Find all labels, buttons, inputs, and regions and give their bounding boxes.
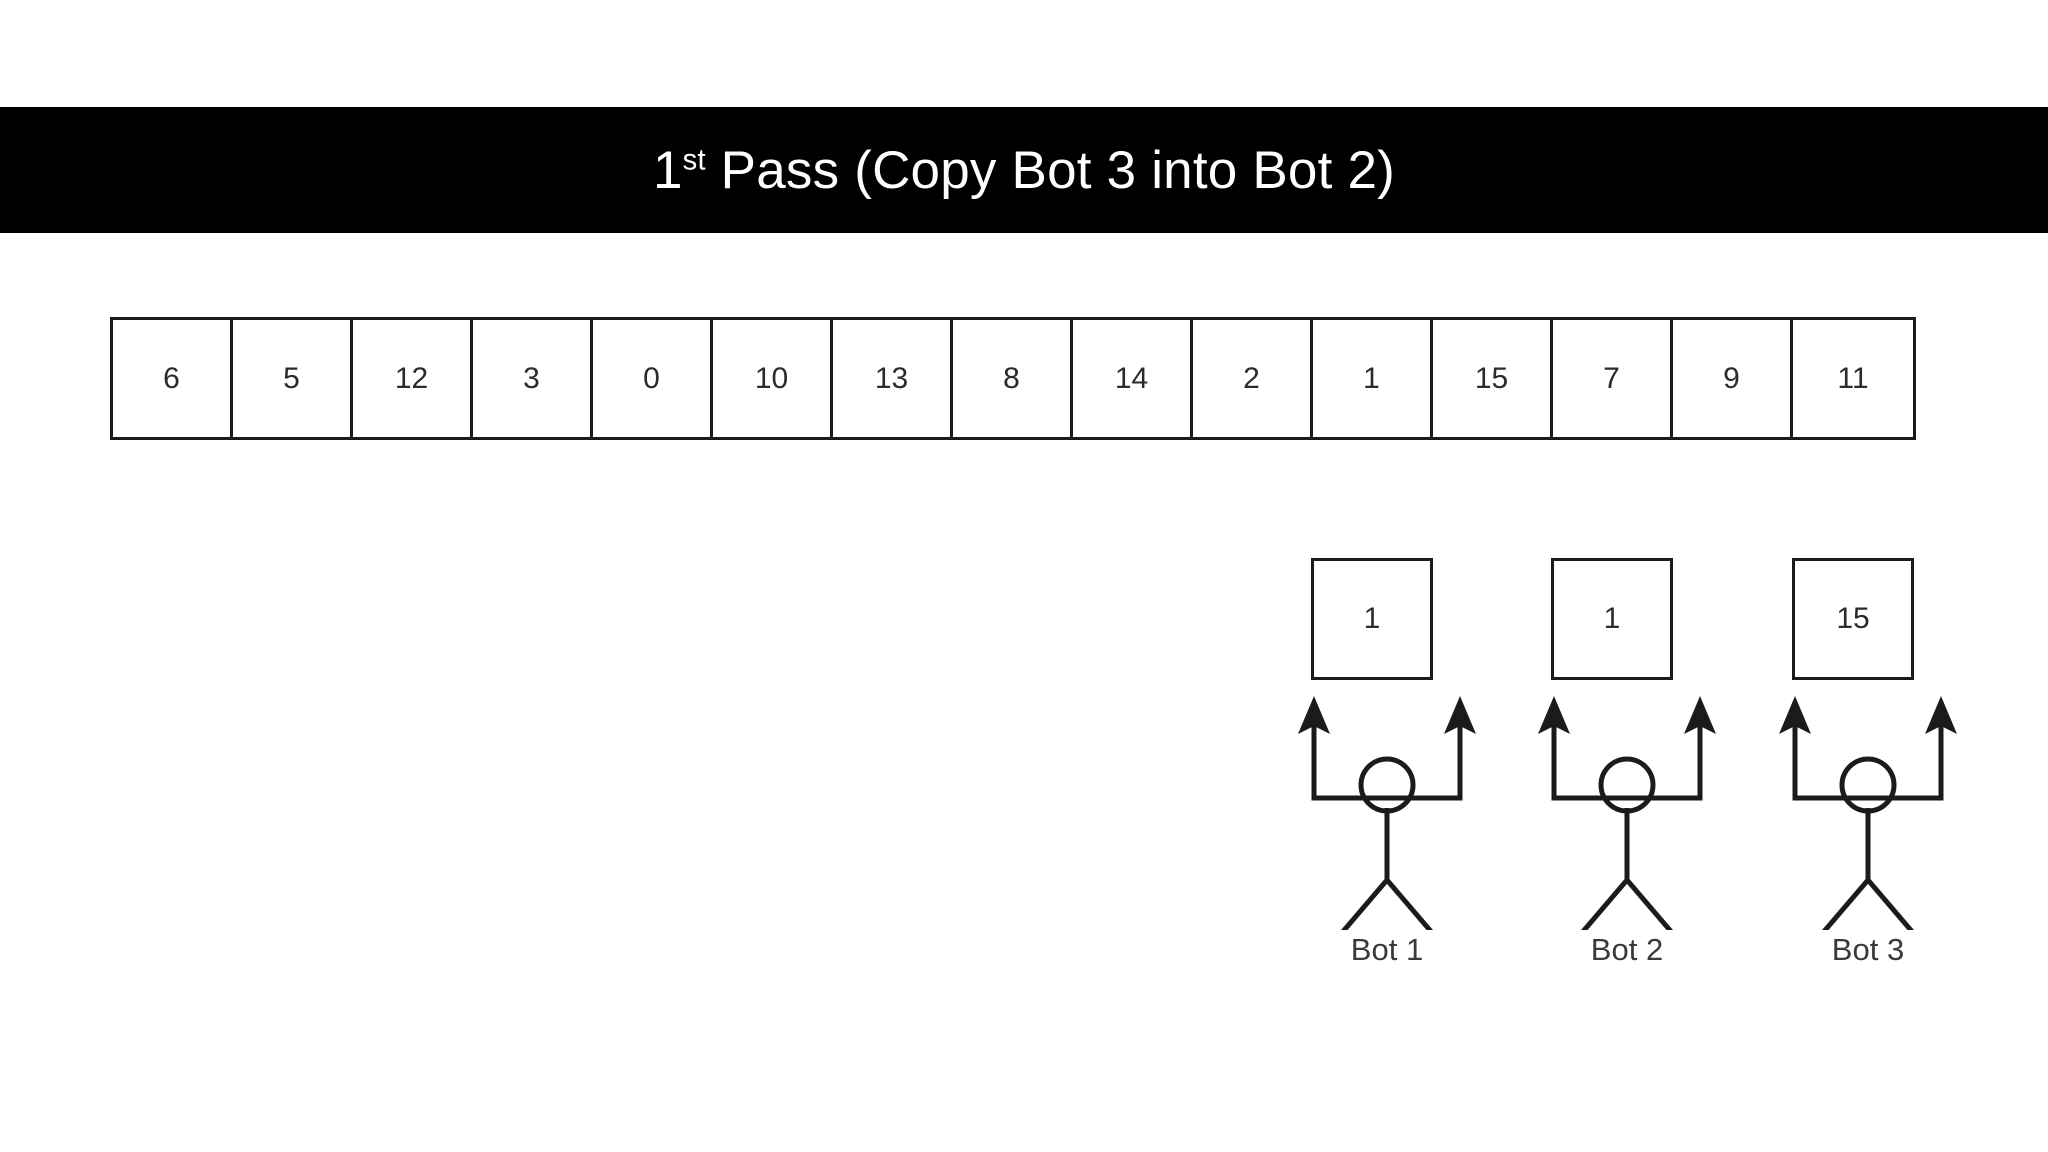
array-cell: 10 (713, 320, 833, 437)
title-banner: 1st Pass (Copy Bot 3 into Bot 2) (0, 107, 2048, 233)
left-arrow-head-icon (1779, 696, 1811, 734)
bot-2[interactable]: 1 Bot 2 (1532, 550, 1722, 990)
bot-3[interactable]: 15 Bot 3 (1773, 550, 1963, 990)
bot-1-stick-figure (1292, 690, 1482, 937)
array-cell: 14 (1073, 320, 1193, 437)
bot-1-label: Bot 1 (1350, 932, 1424, 967)
array-cell: 3 (473, 320, 593, 437)
array-cell: 13 (833, 320, 953, 437)
array-cell: 7 (1553, 320, 1673, 437)
bot-2-stick-figure (1532, 690, 1722, 937)
bot-right-leg (1385, 878, 1436, 937)
bot-1-value-box: 1 (1311, 558, 1433, 680)
bot-head-circle (1358, 756, 1416, 814)
bot-arms-path (1792, 722, 1944, 801)
right-arrow-head-icon (1925, 696, 1957, 734)
left-arrow-head-icon (1538, 696, 1570, 734)
array-cell: 15 (1433, 320, 1553, 437)
bot-right-leg (1866, 878, 1917, 937)
array-cell: 1 (1313, 320, 1433, 437)
bot-1[interactable]: 1 Bot 1 (1292, 550, 1482, 990)
bot-2-value-box: 1 (1551, 558, 1673, 680)
title-number: 1 (652, 140, 683, 200)
bot-arms-path (1551, 722, 1703, 801)
stick-figure-svg (1538, 696, 1716, 937)
array-cell: 11 (1793, 320, 1913, 437)
bot-right-leg (1625, 878, 1676, 937)
bot-head-circle (1839, 756, 1897, 814)
array-cell: 5 (233, 320, 353, 437)
right-arrow-head-icon (1444, 696, 1476, 734)
array-cell: 8 (953, 320, 1073, 437)
title-ordinal-suffix: st (682, 143, 706, 176)
bot-arms-path (1311, 722, 1463, 801)
array-cell: 12 (353, 320, 473, 437)
bot-3-stick-figure (1773, 690, 1963, 937)
array-cell: 2 (1193, 320, 1313, 437)
bot-head-circle (1598, 756, 1656, 814)
page-title: 1st Pass (Copy Bot 3 into Bot 2) (653, 144, 1395, 197)
right-arrow-head-icon (1684, 696, 1716, 734)
bot-left-leg (1578, 878, 1629, 937)
stick-figure-svg (1298, 696, 1476, 937)
bot-2-label: Bot 2 (1590, 932, 1664, 967)
bot-left-leg (1338, 878, 1389, 937)
array-cell: 9 (1673, 320, 1793, 437)
title-rest: Pass (Copy Bot 3 into Bot 2) (705, 140, 1395, 200)
bot-3-value-box: 15 (1792, 558, 1914, 680)
left-arrow-head-icon (1298, 696, 1330, 734)
array-cell: 0 (593, 320, 713, 437)
bot-3-label: Bot 3 (1831, 932, 1905, 967)
bot-left-leg (1819, 878, 1870, 937)
array-cell: 6 (113, 320, 233, 437)
stick-figure-svg (1779, 696, 1957, 937)
